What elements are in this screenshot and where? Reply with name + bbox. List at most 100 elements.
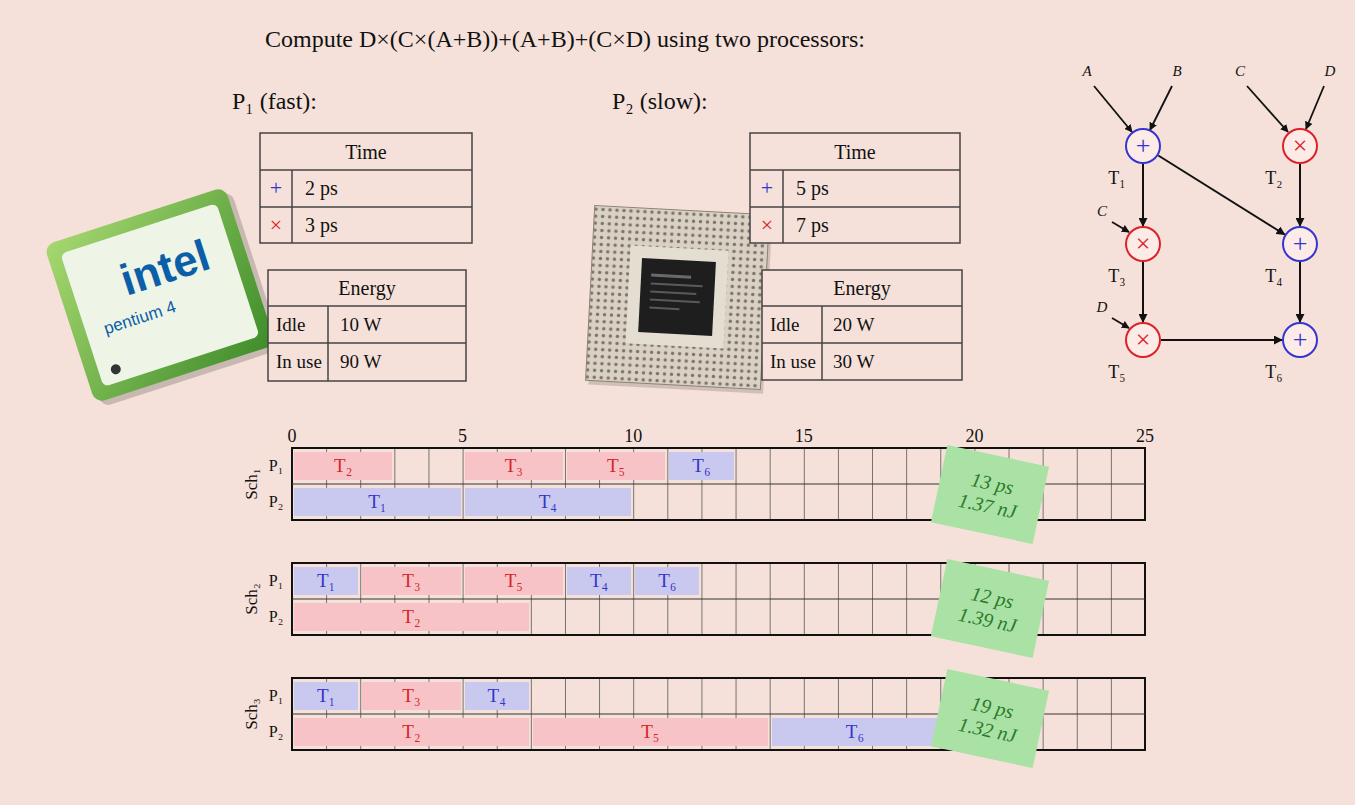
multiply-task-bar: T₃ [362, 682, 460, 710]
table-cell: 7 ps [796, 214, 829, 237]
operator-symbol: × [761, 212, 773, 237]
chip-mark [649, 307, 679, 311]
task-label: T₅ [607, 455, 625, 477]
task-label: T₂ [402, 721, 420, 743]
operator-symbol: + [1282, 322, 1318, 358]
processor-label: P₁ (fast): [232, 88, 317, 116]
task-label: T₁ [317, 570, 335, 592]
title: Compute D×(C×(A+B))+(A+B)+(C×D) using tw… [265, 26, 865, 54]
axis-tick: 0 [288, 426, 297, 447]
add-task-node: +T₆ [1282, 322, 1318, 358]
processor-label: P₂ (slow): [612, 88, 708, 116]
task-circle-outline [1126, 323, 1160, 357]
input-label: B [1172, 63, 1181, 80]
add-task-bar: T₆ [669, 452, 733, 480]
dependency-arrow [1142, 164, 1144, 226]
input-label: D [1325, 63, 1336, 80]
add-task-bar: T₁ [294, 567, 358, 595]
chip-body [44, 187, 276, 404]
row-label: P₁ [269, 457, 283, 475]
time-table [260, 133, 472, 243]
axis-tick: 20 [965, 426, 983, 447]
table-cell: 2 ps [305, 177, 338, 200]
chip-pins [586, 206, 770, 390]
operator-symbol: + [1125, 128, 1161, 164]
slow-chip [585, 206, 772, 394]
task-label: T₃ [1102, 266, 1132, 286]
multiply-task-bar: T₅ [533, 718, 768, 746]
row-label: P₂ [269, 608, 283, 626]
multiply-task-bar: T₅ [465, 567, 563, 595]
task-label: T₄ [1259, 266, 1289, 286]
input-label: A [1082, 63, 1091, 80]
add-task-bar: T₄ [465, 488, 632, 516]
task-label: T₃ [402, 685, 420, 707]
multiply-task-node: ×T₂ [1282, 128, 1318, 164]
chip-mark [651, 274, 691, 279]
chip-mark [650, 291, 696, 295]
table-cell: 30 W [833, 351, 874, 373]
table-cell: In use [276, 351, 322, 373]
multiply-task-node: ×T₅ [1125, 322, 1161, 358]
task-label: T₆ [1259, 362, 1289, 382]
fast-chip [44, 185, 283, 409]
task-circle-outline [1126, 129, 1160, 163]
table-header: Time [345, 141, 387, 164]
task-label: T₂ [334, 455, 352, 477]
task-label: T₄ [590, 570, 608, 592]
schedule-label: Sch₁ [242, 468, 262, 499]
input-arrows [1094, 86, 1324, 328]
task-label: T₆ [692, 455, 710, 477]
multiply-task-bar: T₅ [567, 452, 665, 480]
dependency-arrow [1161, 339, 1282, 341]
table-cell: 20 W [833, 314, 874, 336]
dependency-arrow [1299, 262, 1301, 322]
add-task-bar: T₁ [294, 488, 461, 516]
chip-mark [650, 299, 700, 304]
task-label: T₅ [505, 570, 523, 592]
add-task-bar: T₁ [294, 682, 358, 710]
input-label: C [1097, 203, 1107, 220]
axis-tick: 5 [458, 426, 467, 447]
operator-symbol: + [1282, 226, 1318, 262]
dependency-arrow [1299, 164, 1301, 226]
task-label: T₄ [539, 491, 557, 513]
chip-dot [109, 363, 122, 376]
operator-symbol: + [761, 175, 773, 200]
task-label: T₆ [846, 721, 864, 743]
table-cell: 90 W [340, 351, 381, 373]
table-header: Time [834, 141, 876, 164]
add-task-bar: T₄ [567, 567, 631, 595]
operator-symbol: × [1125, 322, 1161, 358]
task-label: T₂ [1259, 168, 1289, 188]
axis-tick: 10 [624, 426, 642, 447]
schedule-label: Sch₃ [242, 698, 262, 729]
operator-symbol: × [1282, 128, 1318, 164]
table-cell: 5 ps [796, 177, 829, 200]
task-label: T₂ [402, 606, 420, 628]
task-circle-outline [1283, 323, 1317, 357]
task-label: T₅ [641, 721, 659, 743]
row-label: P₁ [269, 572, 283, 590]
operator-symbol: + [270, 175, 282, 200]
multiply-task-node: ×T₃ [1125, 226, 1161, 262]
schedule-label: Sch₂ [242, 583, 262, 614]
task-label: T₁ [368, 491, 386, 513]
add-task-bar: T₆ [772, 718, 939, 746]
add-task-node: +T₁ [1125, 128, 1161, 164]
multiply-task-bar: T₂ [294, 718, 529, 746]
chip-die [638, 258, 716, 336]
multiply-task-bar: T₂ [294, 603, 529, 631]
energy-table [762, 270, 962, 380]
task-label: T₆ [658, 570, 676, 592]
dependency-arrow [1142, 262, 1144, 322]
task-circle-outline [1283, 227, 1317, 261]
table-header: Energy [833, 277, 890, 300]
table-cell: Idle [770, 314, 800, 336]
table-cell: In use [770, 351, 816, 373]
task-circle-outline [1283, 129, 1317, 163]
add-task-bar: T₄ [465, 682, 529, 710]
